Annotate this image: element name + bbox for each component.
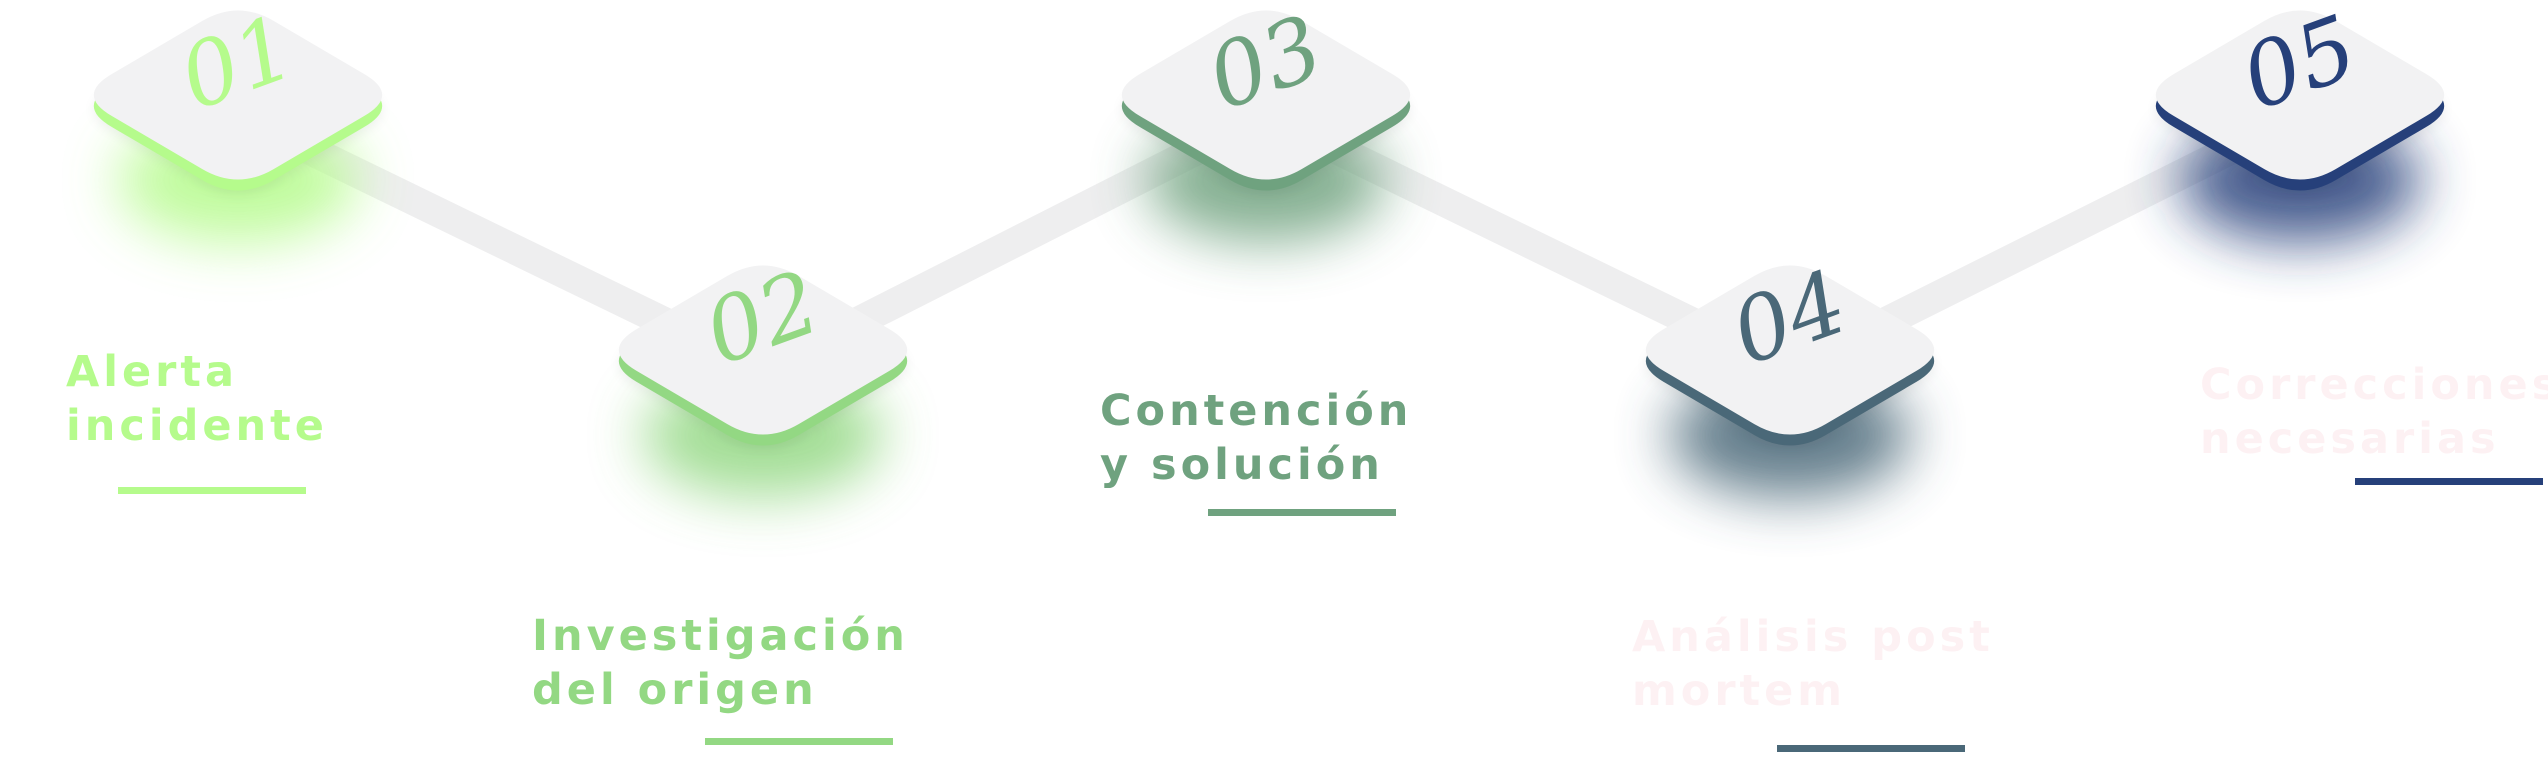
step-2-tile-face <box>618 265 908 435</box>
step-4-tile: 04 <box>1645 250 1935 450</box>
step-2-label-line1: Investigación <box>532 611 909 661</box>
step-3-tile-face <box>1121 10 1411 180</box>
step-3-label-line1: Contención <box>1100 386 1413 436</box>
step-4-label-line1: Análisis post <box>1632 612 1994 662</box>
step-2-label: Investigación del origen <box>532 609 909 717</box>
step-1-label-line1: Alerta <box>66 347 238 397</box>
step-5-tile-face <box>2155 10 2445 180</box>
step-3-tile: 03 <box>1121 0 1411 195</box>
step-5-label-line2: necesarias <box>2200 414 2500 464</box>
step-2-label-line2: del origen <box>532 665 818 715</box>
step-1-tile-face <box>93 10 383 180</box>
step-5-tile: 05 <box>2155 0 2445 195</box>
step-5-underline <box>2355 478 2543 485</box>
step-1-underline <box>118 487 306 494</box>
step-2-tile: 02 <box>618 250 908 450</box>
step-3-label: Contención y solución <box>1100 384 1412 492</box>
step-4-label: Análisis post mortem <box>1632 610 1994 718</box>
step-3-underline <box>1208 509 1396 516</box>
step-3-label-line2: y solución <box>1100 440 1384 490</box>
step-4-tile-face <box>1645 265 1935 435</box>
step-5-label-line1: Correcciones <box>2200 360 2548 410</box>
step-5-label: Correcciones necesarias <box>2200 358 2548 466</box>
step-4-label-line2: mortem <box>1632 666 1847 716</box>
step-1-label-line2: incidente <box>66 401 328 451</box>
step-2-underline <box>705 738 893 745</box>
step-4-underline <box>1777 745 1965 752</box>
step-1-label: Alerta incidente <box>66 345 328 453</box>
